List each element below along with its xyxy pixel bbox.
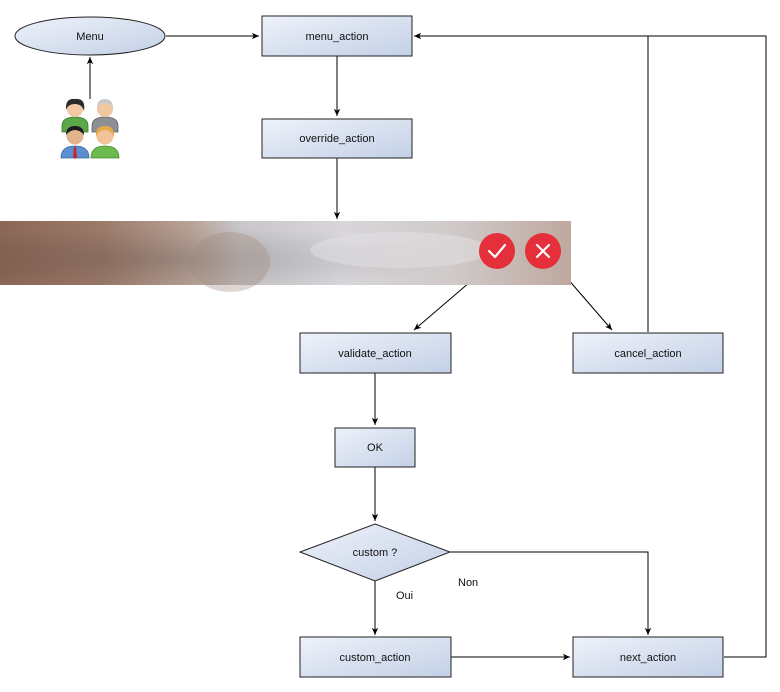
- banner-image: [0, 221, 571, 292]
- users-group-icon: [60, 98, 120, 159]
- node-custom-decision[interactable]: custom ?: [298, 523, 452, 582]
- user-icon: [60, 126, 90, 159]
- close-icon: [535, 243, 551, 259]
- node-ok[interactable]: OK: [334, 427, 416, 468]
- edge-decision-to-next-action: [450, 551, 652, 635]
- node-menu[interactable]: Menu: [14, 16, 166, 56]
- edge-label-no: Non: [458, 577, 478, 589]
- node-next-action[interactable]: next_action: [572, 636, 724, 678]
- edge-cancel-action-to-menu-action: [414, 32, 649, 332]
- node-override-action[interactable]: override_action: [261, 118, 413, 159]
- checkmark-icon: [487, 243, 507, 259]
- node-validate-action[interactable]: validate_action: [299, 332, 452, 374]
- node-next-action-label: next_action: [620, 652, 676, 664]
- node-custom-action[interactable]: custom_action: [299, 636, 452, 678]
- node-menu-label: Menu: [76, 31, 104, 43]
- node-menu-action[interactable]: menu_action: [261, 15, 413, 57]
- node-override-action-label: override_action: [299, 133, 374, 145]
- edge-next-action-to-menu-action: [648, 35, 767, 658]
- edge-label-yes: Oui: [396, 590, 413, 602]
- user-icon: [90, 126, 120, 159]
- node-ok-label: OK: [367, 442, 384, 454]
- node-cancel-action-label: cancel_action: [614, 348, 681, 360]
- cancel-button[interactable]: [525, 233, 561, 269]
- node-validate-action-label: validate_action: [338, 348, 411, 360]
- validate-button[interactable]: [479, 233, 515, 269]
- node-custom-action-label: custom_action: [340, 652, 411, 664]
- node-menu-action-label: menu_action: [306, 31, 369, 43]
- node-custom-decision-label: custom ?: [353, 547, 398, 559]
- node-cancel-action[interactable]: cancel_action: [572, 332, 724, 374]
